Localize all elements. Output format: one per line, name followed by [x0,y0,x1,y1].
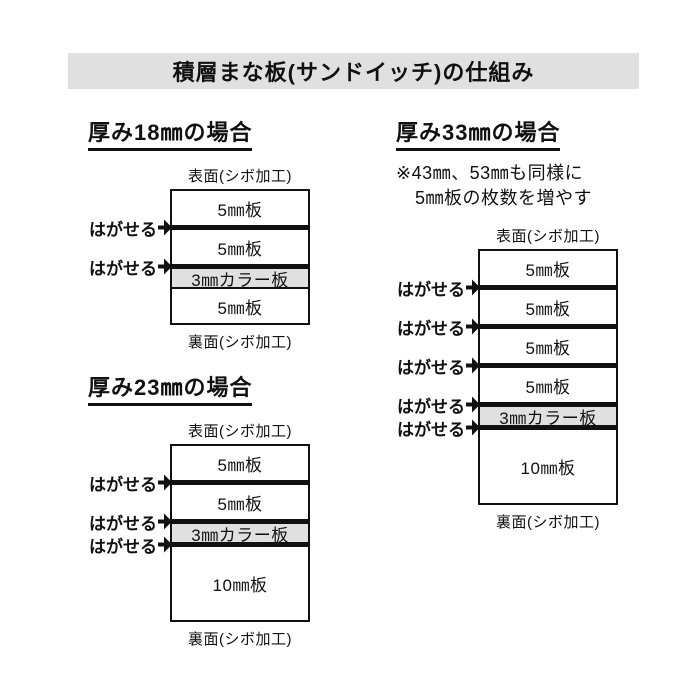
peel-label-text: はがせる [397,420,465,440]
board-layer: 5㎜板 [480,363,616,402]
back-face-label: 裏面(シボ加工) [496,514,600,532]
peel-label-text: はがせる [397,280,465,300]
board-layer: 5㎜板 [480,285,616,324]
board-layer: 5㎜板 [217,455,263,475]
peel-label: はがせる [388,415,480,440]
board-layer: 5㎜板 [172,225,308,264]
diagram-heading: 厚み33㎜の場合 [396,120,561,152]
right-arrow-icon [466,279,480,296]
page-title: 積層まな板(サンドイッチ)の仕組み [68,53,639,89]
peel-label-text: はがせる [397,319,465,339]
peel-label: はがせる [80,509,172,534]
peel-label-text: はがせる [89,259,157,279]
front-face-label: 表面(シボ加工) [188,423,292,441]
board-layer: 5㎜板 [217,200,263,220]
peel-label-text: はがせる [89,514,157,534]
peel-label: はがせる [388,314,480,339]
right-arrow-icon [158,536,172,553]
peel-label: はがせる [80,215,172,240]
back-face-label: 裏面(シボ加工) [188,334,292,352]
peel-label: はがせる [388,353,480,378]
color-layer: 3㎜カラー板 [172,264,308,290]
board-layer: 5㎜板 [480,324,616,363]
color-layer: 3㎜カラー板 [172,519,308,545]
board-layer: 10㎜板 [480,425,616,503]
peel-label-text: はがせる [397,397,465,417]
right-arrow-icon [158,474,172,491]
diagram-heading: 厚み18㎜の場合 [88,120,253,152]
peel-label-text: はがせる [89,475,157,495]
peel-label: はがせる [388,392,480,417]
right-arrow-icon [466,318,480,335]
right-arrow-icon [158,258,172,275]
peel-label: はがせる [80,532,172,557]
peel-label-text: はがせる [89,220,157,240]
board-layer: 10㎜板 [172,542,308,620]
front-face-label: 表面(シボ加工) [188,168,292,186]
board-layer: 5㎜板 [172,287,308,323]
back-face-label: 裏面(シボ加工) [188,631,292,649]
right-arrow-icon [466,396,480,413]
note: ※43㎜、53㎜も同様に 5㎜板の枚数を増やす [396,161,618,211]
board-layer: 5㎜板 [525,260,571,280]
right-arrow-icon [466,357,480,374]
right-arrow-icon [158,513,172,530]
right-arrow-icon [466,419,480,436]
peel-label: はがせる [80,254,172,279]
peel-label-text: はがせる [397,358,465,378]
diagram-33mm: 厚み33㎜の場合 ※43㎜、53㎜も同様に 5㎜板の枚数を増やす表面(シボ加工) はが… [388,120,618,532]
peel-label: はがせる [80,470,172,495]
front-face-label: 表面(シボ加工) [496,228,600,246]
note-line: 5㎜板の枚数を増やす [415,188,593,209]
peel-label: はがせる [388,275,480,300]
color-layer: 3㎜カラー板 [480,402,616,428]
diagram-heading: 厚み23㎜の場合 [88,375,253,407]
right-arrow-icon [158,219,172,236]
note-line: ※43㎜、53㎜も同様に [396,163,584,184]
board-layer: 5㎜板 [172,480,308,519]
peel-label-text: はがせる [89,537,157,557]
